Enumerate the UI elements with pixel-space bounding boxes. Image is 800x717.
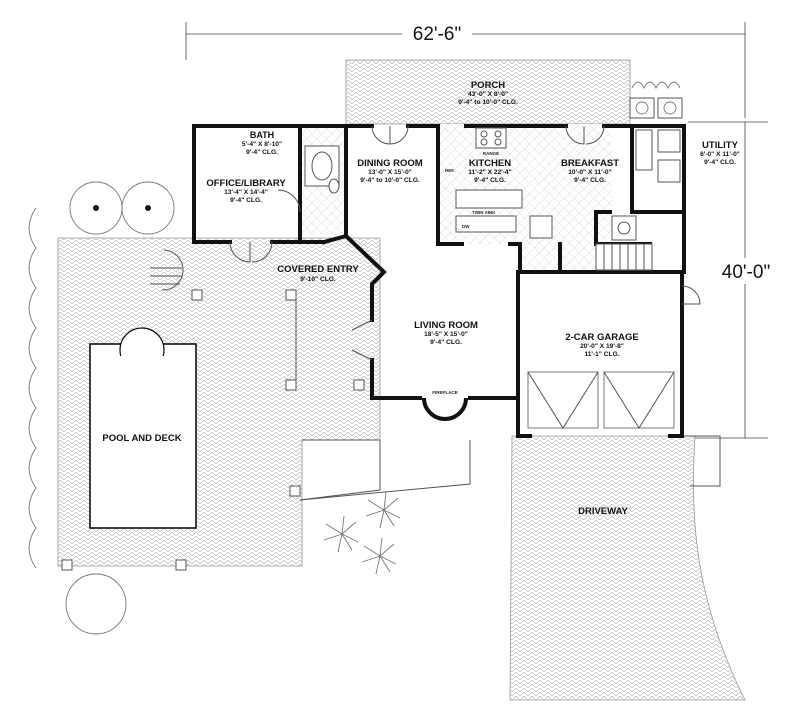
room-living: LIVING ROOM 18'-5" X 15'-0" 9'-4" CLG.: [414, 320, 478, 346]
porch-paving: [345, 59, 631, 125]
entry-columns: [61, 289, 365, 571]
garage-stair: [595, 243, 653, 271]
svg-text:BREAKFAST: BREAKFAST: [561, 158, 619, 169]
svg-text:KITCHEN: KITCHEN: [469, 158, 511, 169]
landscaping: [28, 181, 721, 635]
bath-fixtures: [304, 145, 340, 194]
svg-text:11'-1" CLG.: 11'-1" CLG.: [584, 351, 619, 358]
svg-text:DINING ROOM: DINING ROOM: [357, 158, 423, 169]
svg-text:9'-4" to 10'-0" CLG.: 9'-4" to 10'-0" CLG.: [458, 99, 518, 106]
right-dimension: 40'-0": [688, 121, 784, 439]
svg-text:REF.: REF.: [445, 168, 455, 173]
svg-text:10'-0" X 11'-0": 10'-0" X 11'-0": [568, 169, 611, 176]
svg-text:RANGE: RANGE: [483, 151, 499, 156]
svg-text:13'-4" X 14'-4": 13'-4" X 14'-4": [224, 189, 268, 196]
svg-text:9'-4" CLG.: 9'-4" CLG.: [230, 197, 262, 204]
driveway-paving: [509, 435, 746, 701]
room-covered-entry: COVERED ENTRY 9'-10" CLG.: [277, 264, 359, 283]
svg-text:LIVING ROOM: LIVING ROOM: [414, 320, 478, 331]
svg-text:2-CAR GARAGE: 2-CAR GARAGE: [565, 332, 638, 343]
walls: [192, 124, 686, 438]
svg-text:UTILITY: UTILITY: [702, 140, 739, 151]
svg-text:18'-5" X 15'-0": 18'-5" X 15'-0": [424, 331, 468, 338]
svg-text:FIREPLACE: FIREPLACE: [432, 390, 458, 395]
svg-text:9'-4" CLG.: 9'-4" CLG.: [246, 149, 278, 156]
room-utility: UTILITY 6'-0" X 11'-0" 9'-4" CLG.: [700, 140, 740, 166]
svg-text:6'-0" X 11'-0": 6'-0" X 11'-0": [700, 151, 740, 158]
fireplace: FIREPLACE: [422, 390, 468, 421]
svg-text:9'-4" CLG.: 9'-4" CLG.: [574, 177, 606, 184]
svg-text:20'-0" X 19'-8": 20'-0" X 19'-8": [580, 343, 624, 350]
svg-text:COVERED ENTRY: COVERED ENTRY: [277, 264, 359, 275]
room-breakfast: BREAKFAST 10'-0" X 11'-0" 9'-4" CLG.: [561, 158, 619, 184]
svg-text:9'-4" CLG.: 9'-4" CLG.: [474, 177, 506, 184]
spiral-stair: [161, 249, 184, 291]
svg-text:43'-0" X 8'-0": 43'-0" X 8'-0": [468, 91, 508, 98]
room-bath: BATH 5'-4" X 8'-10" 9'-4" CLG.: [242, 130, 282, 156]
svg-text:OFFICE/LIBRARY: OFFICE/LIBRARY: [206, 178, 286, 189]
svg-text:11'-2" X 22'-4": 11'-2" X 22'-4": [468, 169, 511, 176]
room-porch: PORCH 43'-0" X 8'-0" 9'-4" to 10'-0" CLG…: [458, 80, 518, 106]
svg-text:TWIN SINK: TWIN SINK: [472, 210, 496, 215]
kitchen-fixtures: RANGE REF. TWIN SINK DW: [445, 127, 637, 241]
room-garage: 2-CAR GARAGE 20'-0" X 19'-8" 11'-1" CLG.: [565, 332, 638, 358]
svg-text:BATH: BATH: [250, 130, 274, 140]
svg-text:5'-4" X 8'-10": 5'-4" X 8'-10": [242, 141, 282, 148]
svg-text:9'-4" to 10'-0" CLG.: 9'-4" to 10'-0" CLG.: [360, 177, 420, 184]
svg-text:13'-0" X 15'-0": 13'-0" X 15'-0": [368, 169, 412, 176]
svg-text:PORCH: PORCH: [471, 80, 505, 91]
doors: [229, 125, 701, 361]
svg-text:9'-4" CLG.: 9'-4" CLG.: [704, 159, 736, 166]
svg-text:DW: DW: [462, 224, 470, 229]
utility-fixtures: [635, 129, 681, 183]
pool-deck-label: POOL AND DECK: [102, 433, 181, 444]
deck-rail: [299, 439, 381, 501]
driveway-label: DRIVEWAY: [578, 506, 628, 517]
hall-floor: [518, 244, 564, 274]
top-dimension: 62'-6": [185, 22, 746, 118]
width-dimension-label: 62'-6": [413, 24, 461, 45]
room-kitchen: KITCHEN 11'-2" X 22'-4" 9'-4" CLG.: [468, 158, 511, 184]
room-dining: DINING ROOM 13'-0" X 15'-0" 9'-4" to 10'…: [357, 158, 423, 184]
porch-planters: [629, 81, 683, 119]
garage-doors: [527, 371, 675, 429]
room-office-library: OFFICE/LIBRARY 13'-4" X 14'-4" 9'-4" CLG…: [206, 178, 286, 204]
svg-text:9'-10" CLG.: 9'-10" CLG.: [300, 276, 336, 283]
kitchen-floor: [438, 124, 612, 272]
depth-dimension-label: 40'-0": [722, 262, 770, 283]
svg-text:9'-4" CLG.: 9'-4" CLG.: [430, 339, 462, 346]
